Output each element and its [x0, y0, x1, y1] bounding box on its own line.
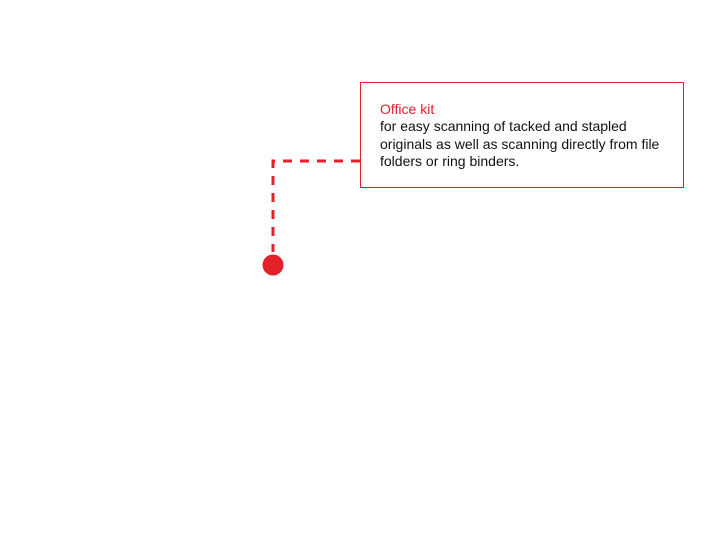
- dashed-leader-line: [271, 159, 360, 252]
- hotspot-marker[interactable]: [262, 254, 284, 276]
- callout-title: Office kit: [380, 101, 435, 117]
- callout-box: Office kit for easy scanning of tacked a…: [360, 82, 684, 188]
- callout-description: for easy scanning of tacked and stapled …: [380, 118, 660, 169]
